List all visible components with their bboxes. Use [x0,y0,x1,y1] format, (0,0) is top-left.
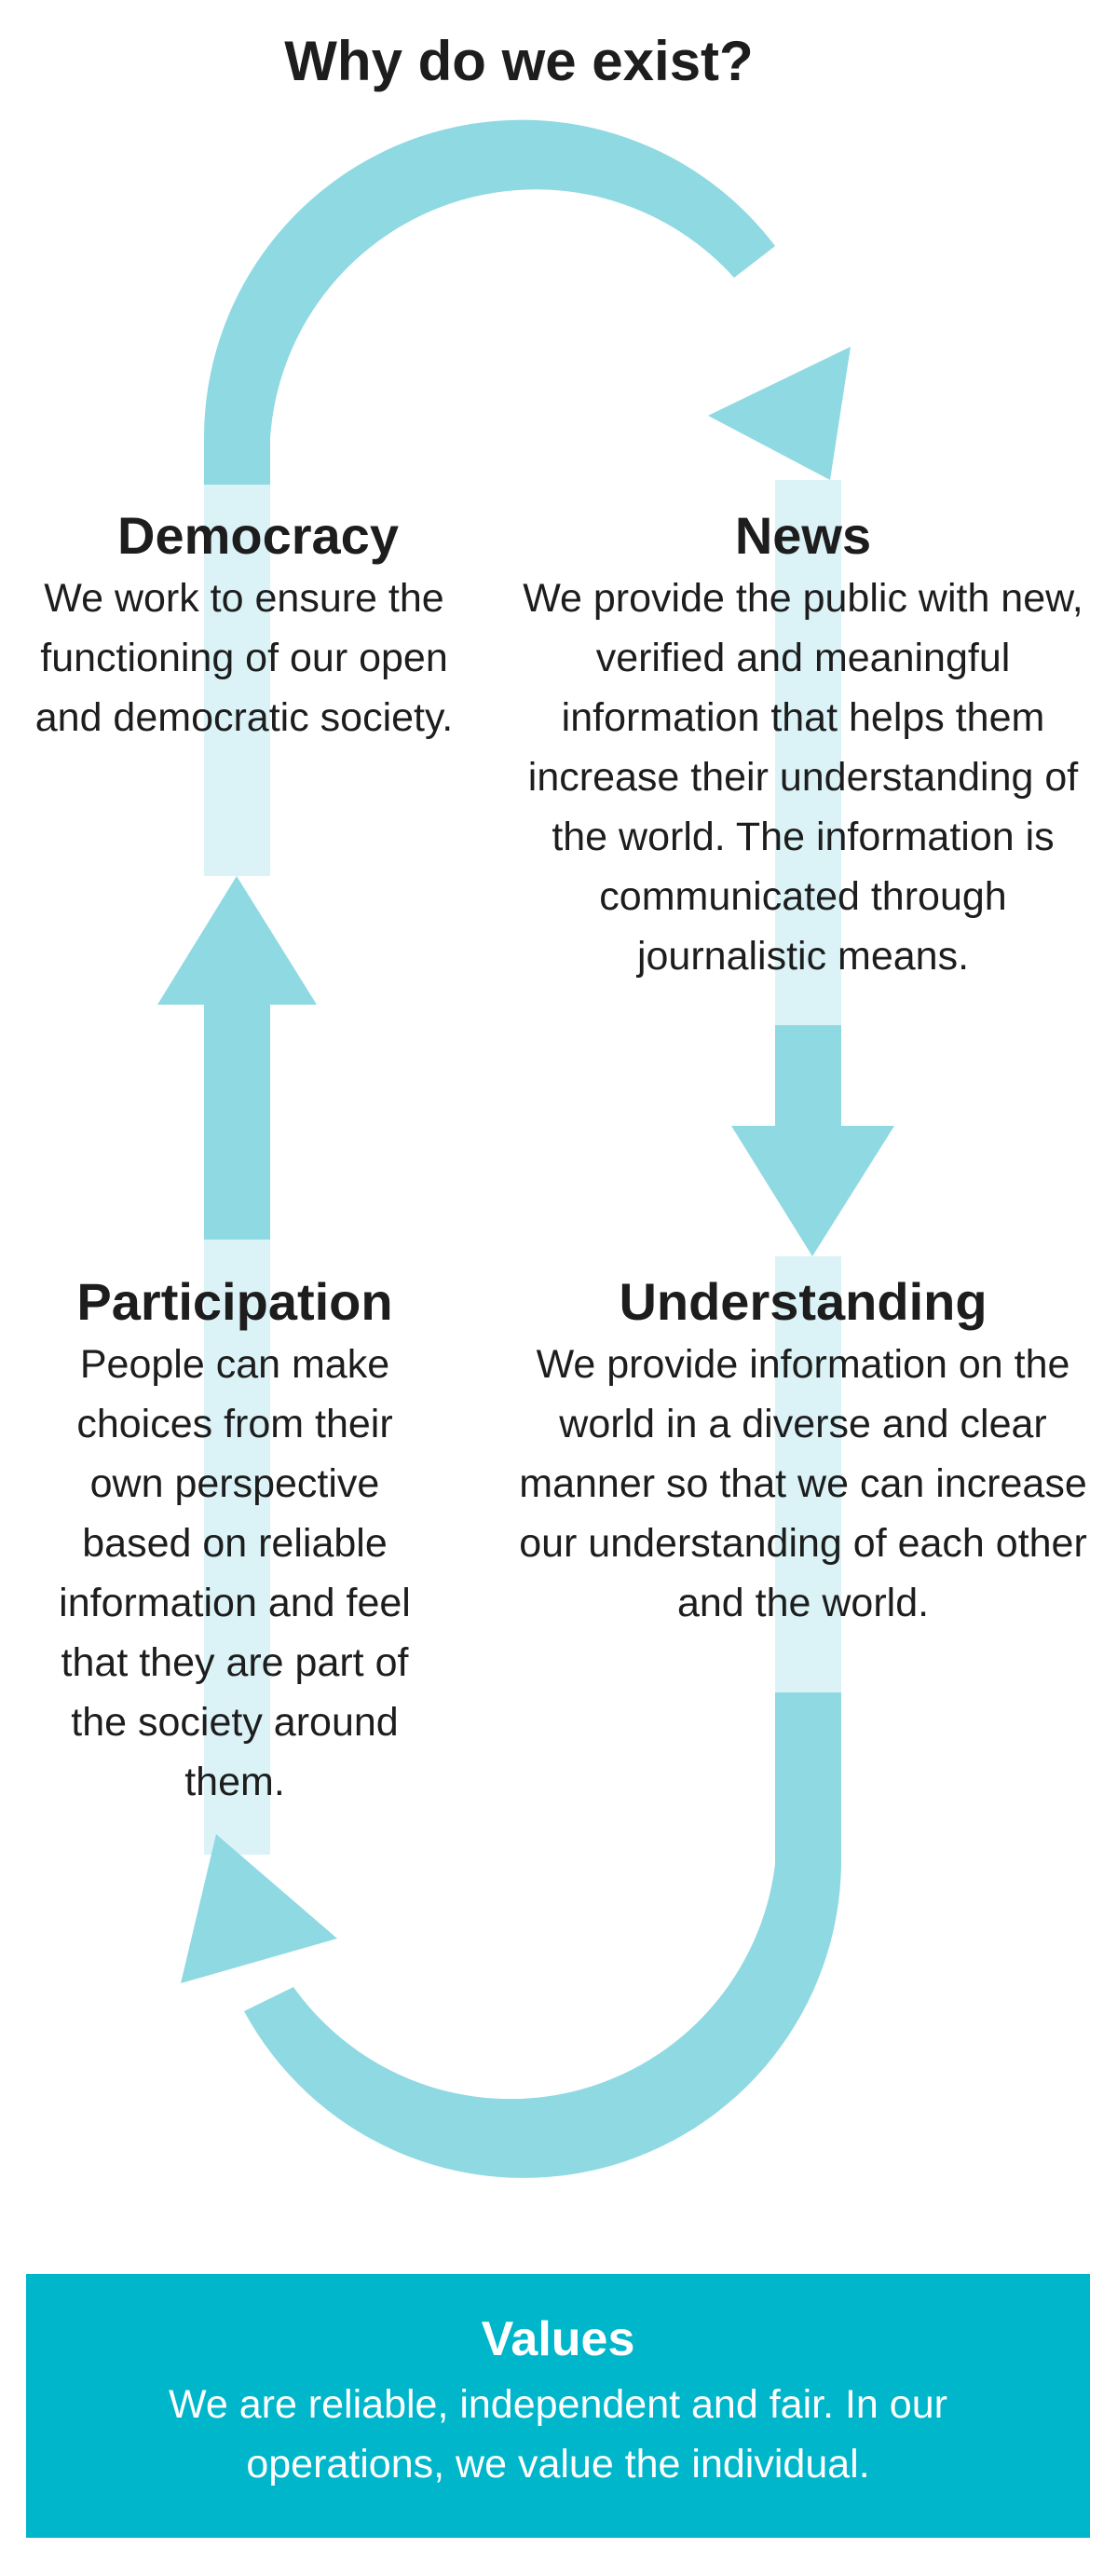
participation-node: Participation People can make choices fr… [37,1269,432,1812]
news-title: News [734,506,872,565]
values-title: Values [481,2312,635,2366]
values-box: Values We are reliable, independent and … [26,2274,1090,2538]
democracy-text: We work to ensure the functioning of our… [34,576,454,740]
left-column-light-upper [204,485,270,876]
understanding-title: Understanding [619,1272,988,1331]
right-column-light-upper [775,480,841,1025]
understanding-text: We provide information on the world in a… [519,1342,1087,1625]
arrow-head-bottom-left [181,1834,337,1983]
participation-text: People can make choices from their own p… [59,1342,411,1804]
left-up-arrow-head [157,876,317,1005]
news-node: News We provide the public with new, ver… [522,503,1084,986]
page-title: Why do we exist? [284,30,754,92]
democracy-node: Democracy We work to ensure the function… [19,503,470,747]
democracy-title: Democracy [117,506,399,565]
bottom-arch [244,1692,841,2178]
arrow-head-top-right [708,347,851,480]
top-arch [203,119,776,485]
values-text: We are reliable, independent and fair. I… [169,2382,947,2487]
understanding-node: Understanding We provide information on … [512,1269,1094,1633]
right-down-arrow-head [731,1126,894,1256]
right-column-light-lower [775,1256,841,1692]
right-down-arrow-body [775,1025,841,1128]
participation-title: Participation [76,1272,393,1331]
left-column-light-lower [204,1240,270,1855]
news-text: We provide the public with new, verified… [523,576,1083,979]
left-up-arrow-body [204,1002,270,1240]
